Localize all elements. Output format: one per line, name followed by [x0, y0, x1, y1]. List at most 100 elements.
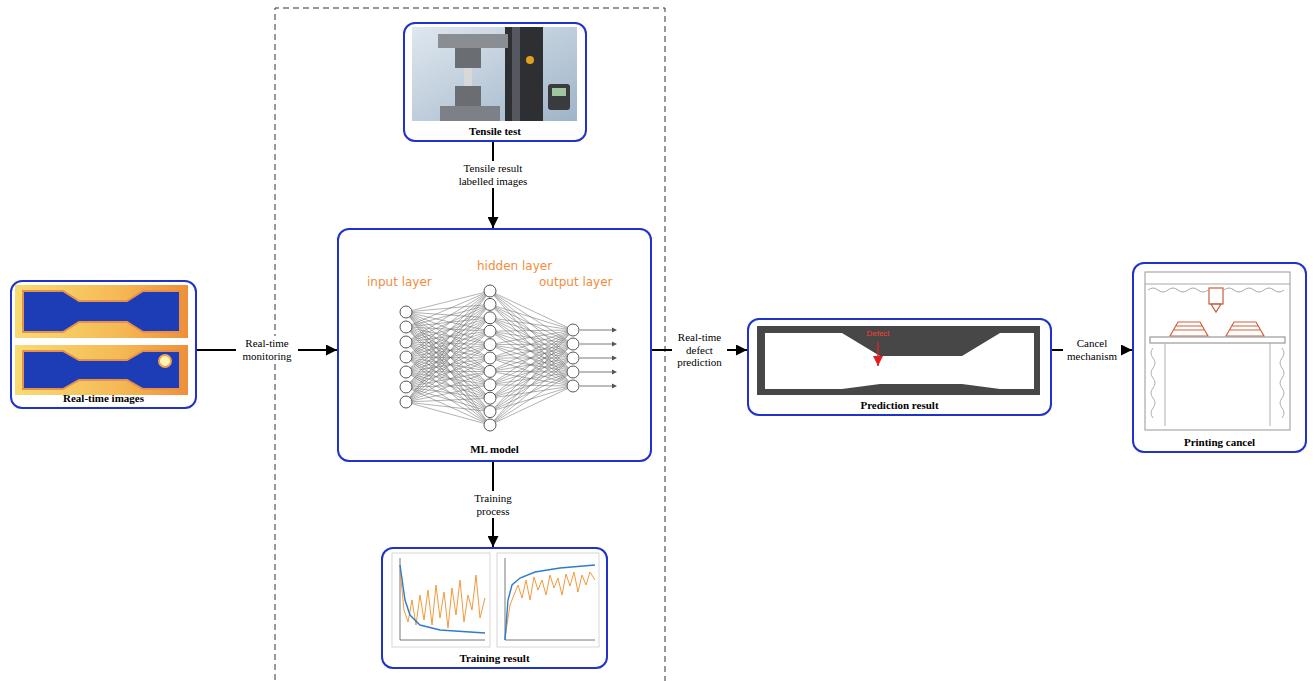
network-wire [490, 386, 573, 425]
network-wire [406, 342, 490, 398]
network-wire [406, 402, 490, 425]
dashed-region [275, 8, 665, 681]
network-wire [406, 304, 490, 342]
neuron [484, 379, 496, 391]
specimen-shape [765, 333, 1034, 389]
photo-ground [412, 27, 577, 121]
network-wire [406, 398, 490, 402]
network-wire [406, 342, 490, 358]
network-wire [406, 327, 490, 412]
photo-panel: Tensile test [403, 22, 587, 142]
machine-base [440, 106, 500, 121]
network-wire [406, 357, 490, 412]
network-wire [406, 387, 490, 425]
result-panel: DefectPrediction result [747, 318, 1052, 416]
thermal-ground [15, 285, 188, 338]
specimen-shape [23, 291, 180, 332]
output-wire [580, 372, 612, 373]
output-wire [580, 386, 612, 387]
defect-pointer [877, 342, 879, 366]
network-wire [490, 330, 573, 412]
network-wire [490, 304, 573, 386]
network-wire [490, 330, 573, 425]
panel-caption: ML model [339, 443, 650, 456]
network-wire [490, 291, 573, 372]
model-panel: input layerhidden layeroutput layerML mo… [337, 228, 652, 462]
network-wire [490, 372, 573, 398]
network-wire [490, 330, 573, 331]
network-wire [406, 304, 490, 387]
nozzle [1211, 304, 1221, 312]
print-head [1209, 288, 1223, 304]
neuron [567, 338, 579, 350]
plot-frame [392, 553, 490, 647]
thermal-image [15, 345, 188, 395]
output-wire [580, 358, 612, 359]
loss-plot [392, 553, 490, 647]
network-wire [406, 318, 490, 372]
network-wire [406, 358, 490, 402]
network-wire [406, 312, 490, 425]
neuron [400, 351, 412, 363]
network-wire [490, 330, 573, 385]
specimen-shape [23, 351, 180, 389]
network-wire [406, 331, 490, 402]
network-wire [406, 358, 490, 387]
network-wire [406, 371, 490, 402]
network-wire [406, 357, 490, 425]
crosshead [438, 34, 508, 48]
prediction-image [757, 326, 1040, 395]
network-wire [406, 331, 490, 387]
panel-caption: Real-time images [12, 392, 195, 405]
neuron [484, 352, 496, 364]
bed-support [1165, 343, 1270, 426]
network-wire [490, 291, 573, 386]
neuron [400, 336, 412, 348]
indicator [526, 56, 534, 64]
network-wire [406, 304, 490, 372]
output-head [612, 356, 617, 361]
panel-caption: Prediction result [749, 399, 1050, 412]
edge-label: Real-time defect prediction [672, 330, 727, 370]
network-wire [406, 345, 490, 387]
image-panel: Real-time images [10, 280, 197, 409]
train-curve [505, 565, 595, 640]
neuron [484, 325, 496, 337]
controller-screen [552, 88, 566, 96]
network-wire [406, 342, 490, 425]
image-ground [757, 326, 1040, 395]
network-wire [406, 304, 490, 402]
neuron [567, 352, 579, 364]
panel-caption: Training result [383, 652, 606, 665]
val-curve [505, 572, 595, 638]
network-wire [490, 330, 573, 398]
neuron [567, 366, 579, 378]
val-curve [400, 570, 485, 628]
printed-part [1226, 322, 1264, 336]
network-wire [490, 372, 573, 425]
output-head [612, 328, 617, 333]
network-wire [406, 345, 490, 402]
neuron [484, 365, 496, 377]
edge-label: Real-time monitoring [236, 336, 298, 363]
print-bed [1150, 337, 1285, 343]
column-stripe [512, 27, 520, 121]
specimen [464, 68, 472, 86]
neuron [400, 381, 412, 393]
network-wire [406, 318, 490, 387]
upper-grip [455, 48, 481, 68]
defect-label: Defect [848, 329, 908, 338]
output-head [612, 384, 617, 389]
bellows [1151, 348, 1284, 418]
controller [548, 84, 570, 110]
network-wire [490, 358, 573, 371]
neuron [484, 312, 496, 324]
network-wire [406, 318, 490, 402]
lower-grip [455, 86, 481, 106]
output-wire [580, 330, 612, 331]
panel-caption: Tensile test [405, 125, 585, 138]
network-wire [406, 385, 490, 402]
network-wire [406, 327, 490, 425]
plot-axes [400, 558, 485, 640]
